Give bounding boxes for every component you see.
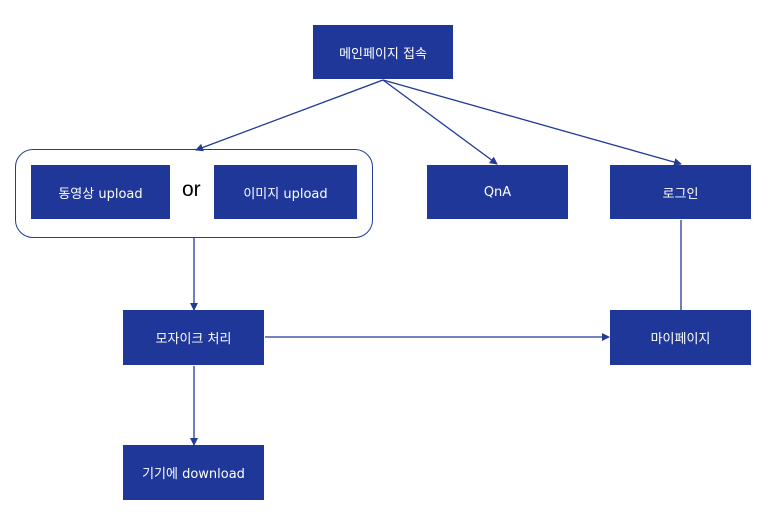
node-video-upload-label: 동영상 upload (58, 186, 143, 202)
node-mosaic[interactable]: 모자이크 처리 (123, 310, 264, 365)
node-qna-label: QnA (483, 184, 512, 200)
node-device-download-label: 기기에 download (142, 467, 245, 482)
node-main-page-access[interactable]: 메인페이지 접속 (313, 25, 453, 79)
node-mosaic-label: 모자이크 처리 (155, 332, 232, 347)
node-main-page-access-label: 메인페이지 접속 (339, 46, 427, 62)
edge-main-to-qna (382, 79, 498, 165)
node-image-upload[interactable]: 이미지 upload (214, 165, 357, 219)
node-image-upload-label: 이미지 upload (243, 186, 328, 202)
edge-main-to-login (382, 79, 682, 166)
or-label: or (182, 178, 201, 201)
node-mypage-label: 마이페이지 (650, 332, 711, 347)
upload-group (15, 149, 373, 238)
node-login-label: 로그인 (662, 186, 699, 202)
edge-main-to-upload (195, 79, 384, 152)
node-mypage[interactable]: 마이페이지 (610, 310, 751, 365)
node-login[interactable]: 로그인 (610, 165, 751, 219)
node-qna[interactable]: QnA (427, 165, 568, 219)
node-video-upload[interactable]: 동영상 upload (31, 165, 170, 219)
node-device-download[interactable]: 기기에 download (123, 445, 264, 500)
